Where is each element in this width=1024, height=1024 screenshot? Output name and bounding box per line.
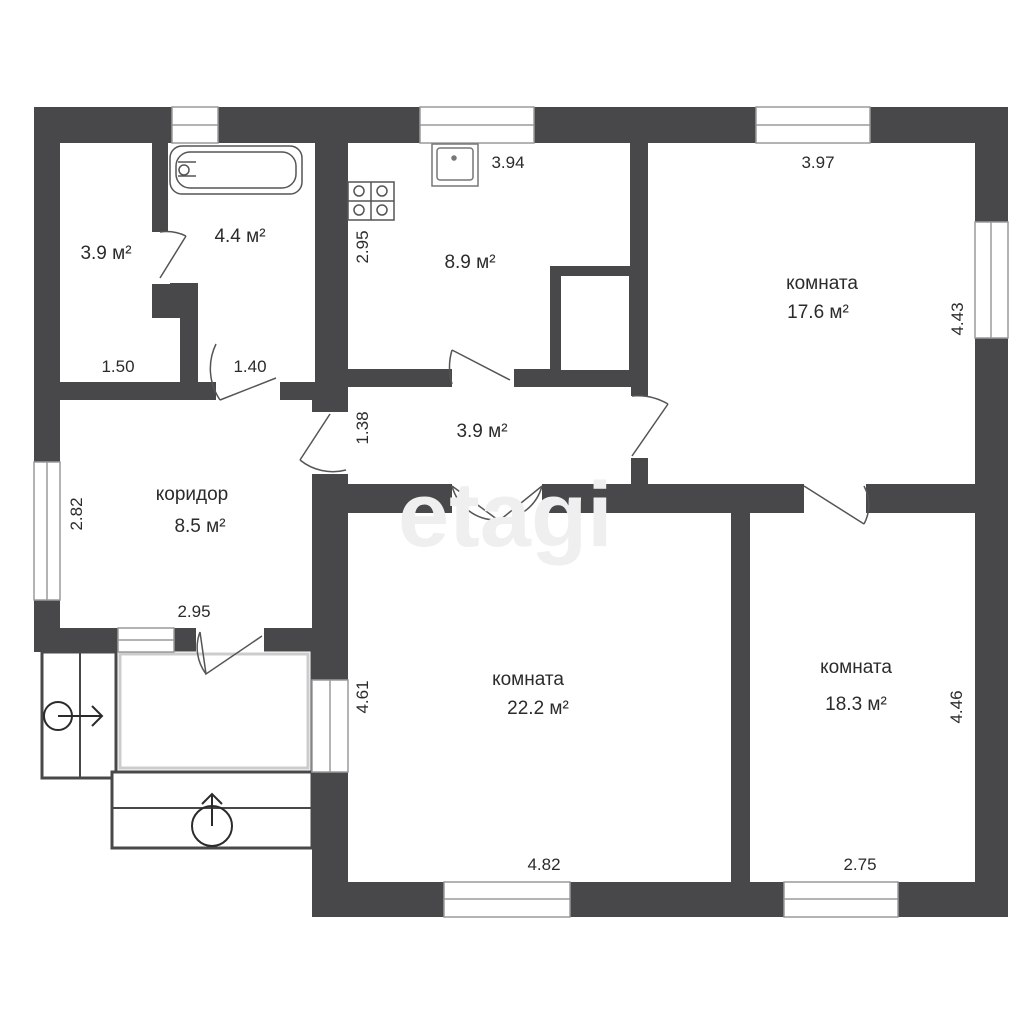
window-room-ne-north	[755, 106, 871, 144]
stove-icon	[347, 181, 395, 221]
window-kitchen	[419, 106, 535, 144]
room-sw-name: комната	[492, 669, 564, 690]
hall-dim-height: 1.38	[353, 411, 372, 444]
window-room-sw-south	[443, 881, 571, 918]
window-room-sw-west	[311, 679, 349, 773]
partition-pantry-bath-lower	[152, 283, 198, 318]
room-se-floor	[750, 513, 975, 882]
corridor-area: 8.5 м²	[174, 516, 225, 537]
entrance-arrow-icon	[43, 701, 233, 847]
window-porch-top	[117, 627, 175, 653]
partition-pantry-bath-stub	[182, 318, 198, 382]
kitchen-closet-inner	[561, 276, 629, 370]
room-ne-floor	[648, 143, 975, 484]
bathroom-area: 4.4 м²	[214, 226, 265, 247]
door-bathroom	[209, 343, 277, 401]
room-sw-dim-height: 4.61	[353, 680, 372, 713]
room-ne-dim-width: 3.97	[801, 153, 834, 172]
sink-icon	[431, 143, 479, 187]
pantry-dim-width: 1.50	[101, 357, 134, 376]
corridor-dim-height: 2.82	[67, 497, 86, 530]
porch-inner-shadow	[118, 652, 310, 770]
room-sw-floor	[348, 513, 731, 882]
corridor-dim-width: 2.95	[177, 602, 210, 621]
door-kitchen	[448, 349, 511, 385]
hall-floor	[348, 387, 631, 484]
labels: 3.9 м² 1.50 4.4 м² 1.40 3.94 2.95 8.9 м²…	[67, 153, 967, 874]
bathroom-dim-width: 1.40	[233, 357, 266, 376]
room-se-dim-height: 4.46	[947, 690, 966, 723]
room-sw-dim-width: 4.82	[527, 855, 560, 874]
kitchen-area: 8.9 м²	[444, 252, 495, 273]
door-room-se	[803, 485, 870, 525]
room-ne-area: 17.6 м²	[787, 302, 849, 323]
pantry-area: 3.9 м²	[80, 243, 131, 264]
room-ne-dim-height: 4.43	[948, 302, 967, 335]
corridor-floor	[60, 400, 312, 628]
room-se-dim-width: 2.75	[843, 855, 876, 874]
kitchen-dim-width: 3.94	[491, 153, 524, 172]
door-entrance	[196, 631, 263, 676]
room-sw-area: 22.2 м²	[507, 698, 569, 719]
room-ne-name: комната	[786, 273, 858, 294]
doors	[150, 230, 870, 676]
hall-area: 3.9 м²	[456, 421, 507, 442]
room-se-area: 18.3 м²	[825, 694, 887, 715]
door-room-ne	[631, 394, 669, 457]
porch-inner-frame	[114, 648, 314, 774]
room-floors	[60, 143, 975, 882]
window-bathroom	[171, 106, 219, 144]
door-pantry	[159, 230, 187, 279]
windows	[33, 106, 1009, 918]
window-room-ne-east	[974, 221, 1009, 339]
window-corridor-west	[33, 461, 61, 601]
bathtub-icon	[169, 145, 303, 195]
watermark: etagi	[398, 464, 613, 566]
bathroom-floor	[168, 143, 315, 382]
door-room-sw	[451, 485, 543, 521]
room-se-name: комната	[820, 657, 892, 678]
door-corridor-hall	[299, 413, 347, 473]
kitchen-dim-height: 2.95	[353, 230, 372, 263]
corridor-name: коридор	[156, 484, 229, 505]
window-room-se-south	[783, 881, 899, 918]
porch	[40, 648, 314, 850]
